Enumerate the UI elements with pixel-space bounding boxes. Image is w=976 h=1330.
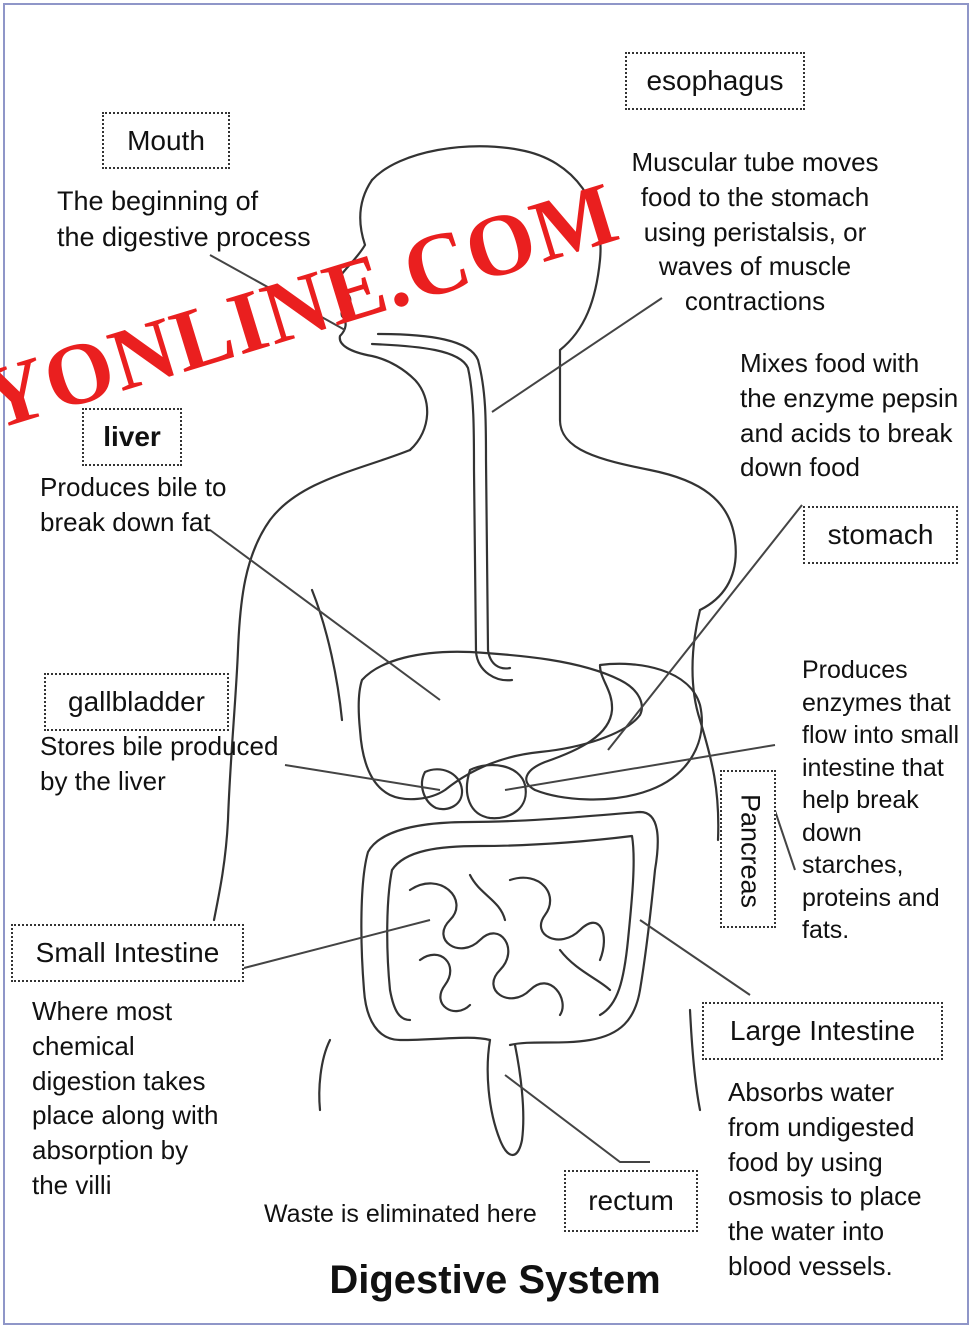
stomach-shape (526, 664, 702, 800)
rectum-shape (488, 1040, 524, 1155)
esophagus-label: esophagus (625, 52, 805, 110)
liver-label: liver (82, 408, 182, 466)
rectum-leader (505, 1075, 650, 1162)
stomach-description: Mixes food with the enzyme pepsin and ac… (740, 346, 958, 485)
liver-shape (359, 652, 642, 799)
large-intestine-description: Absorbs water from undigested food by us… (728, 1075, 922, 1284)
gallbladder-shape (422, 769, 462, 809)
small-intestine-description: Where most chemical digestion takes plac… (32, 994, 218, 1203)
large-intestine-shape (361, 812, 657, 1045)
torso-right-lower (690, 1010, 700, 1110)
stomach-label: stomach (803, 506, 958, 564)
small-intestine-coils (410, 875, 610, 1015)
gallbladder-description: Stores bile produced by the liver (40, 729, 278, 799)
gallbladder-label: gallbladder (44, 673, 229, 731)
esophagus-description: Muscular tube moves food to the stomach … (615, 145, 895, 319)
large-intestine-label: Large Intestine (702, 1002, 943, 1060)
liver-description: Produces bile to break down fat (40, 470, 226, 540)
diagram-title: Digestive System (300, 1258, 690, 1303)
gallbladder-leader (285, 765, 440, 790)
mouth-description: The beginning of the digestive process (57, 183, 311, 255)
duodenum (467, 765, 526, 818)
rectum-description: Waste is eliminated here (264, 1198, 537, 1232)
mouth-label: Mouth (102, 112, 230, 169)
small-intestine-label: Small Intestine (11, 924, 244, 982)
pancreas-label-box: Pancreas (720, 770, 776, 928)
small-intestine-leader (244, 920, 430, 968)
pancreas-label: Pancreas (735, 794, 766, 908)
rectum-label: rectum (564, 1170, 698, 1232)
pancreas-description: Produces enzymes that flow into small in… (802, 654, 959, 947)
torso-left (214, 450, 410, 920)
torso-right (693, 610, 719, 840)
large-intestine-leader (640, 920, 750, 995)
stomach-leader (608, 505, 802, 750)
torso-left-lower (319, 1040, 330, 1110)
esophagus-tube (378, 334, 510, 668)
liver-leader (210, 530, 440, 700)
